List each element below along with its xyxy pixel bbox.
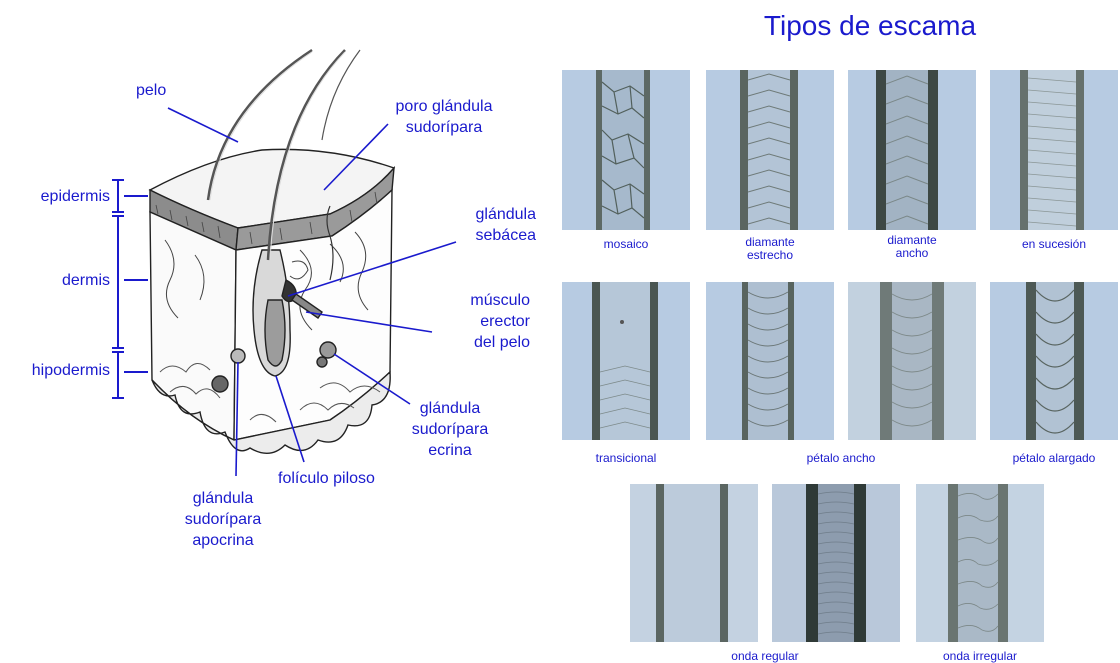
micrograph-diamante-ancho (848, 70, 976, 230)
micrograph-en-sucesion (990, 70, 1118, 230)
micrograph-onda-irregular (916, 484, 1044, 642)
label-poro-glandula-sudoripara: poro glándula sudorípara (395, 98, 493, 136)
micrograph-petalo-ancho-2 (848, 282, 976, 440)
micrograph-mosaico (562, 70, 690, 230)
leader-lines (167, 107, 457, 477)
caption-transicional: transicional (595, 451, 657, 465)
label-pelo: pelo (136, 82, 167, 99)
skin-cross-section-diagram (112, 48, 457, 477)
label-glandula-apocrina: glándula sudorípara apocrina (184, 490, 262, 549)
micrograph-diamante-estrecho (706, 70, 834, 230)
scale-types-title: Tipos de escama (763, 10, 977, 41)
label-musculo-erector: músculo erector del pelo (470, 292, 530, 351)
micrograph-petalo-ancho-1 (706, 282, 834, 440)
caption-onda-irregular: onda irregular (942, 649, 1018, 663)
label-hipodermis: hipodermis (31, 362, 110, 379)
caption-petalo-ancho: pétalo ancho (806, 451, 876, 465)
skin-block (148, 148, 396, 454)
hair-strands (206, 48, 361, 261)
caption-onda-regular: onda regular (731, 649, 799, 663)
micrograph-transicional (562, 282, 690, 440)
caption-diamante-estrecho: diamante estrecho (745, 235, 795, 262)
label-dermis: dermis (61, 272, 110, 289)
caption-en-sucesion: en sucesión (1021, 237, 1087, 251)
label-glandula-sebacea: glándula sebácea (475, 206, 537, 244)
caption-mosaico: mosaico (603, 237, 649, 251)
label-epidermis: epidermis (40, 188, 110, 205)
layer-brackets (112, 179, 148, 399)
caption-diamante-ancho: diamante ancho (887, 233, 937, 260)
caption-petalo-alargado: pétalo alargado (1012, 451, 1096, 465)
micrograph-petalo-alargado (990, 282, 1118, 440)
micrograph-onda-regular-2 (772, 484, 900, 642)
label-foliculo-piloso: folículo piloso (278, 470, 375, 487)
label-glandula-ecrina: glándula sudorípara ecrina (411, 400, 489, 459)
micrograph-onda-regular-1 (630, 484, 758, 642)
